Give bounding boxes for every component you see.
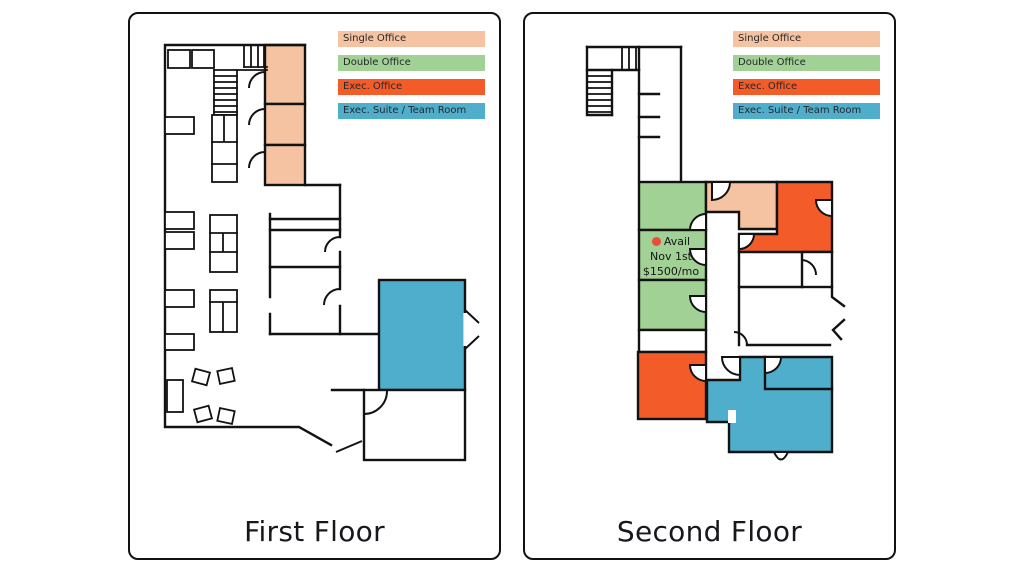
legend-row-double-office: Double Office — [338, 55, 485, 71]
legend-row-double-office: Double Office — [733, 55, 880, 71]
team-room — [377, 278, 480, 392]
legend-label: Exec. Office — [343, 81, 403, 92]
exec-office-lower — [636, 350, 708, 421]
legend-row-exec-office: Exec. Office — [338, 79, 485, 95]
first-floor-panel: Single Office Double Office Exec. Office… — [128, 12, 501, 560]
team-room — [705, 355, 834, 461]
stairs — [213, 66, 268, 116]
small-white-room — [637, 328, 708, 354]
availability-note: Avail Nov 1st $1500/mo — [625, 234, 717, 279]
legend-row-single-office: Single Office — [338, 31, 485, 47]
availability-line-2: Nov 1st — [649, 250, 692, 263]
floor-title: Second Floor — [616, 515, 803, 548]
legend-label: Exec. Suite / Team Room — [738, 105, 862, 116]
floor-title: First Floor — [244, 515, 385, 548]
availability-marker-icon — [651, 237, 661, 246]
availability-line-1: Avail — [625, 234, 717, 249]
legend-row-exec-suite: Exec. Suite / Team Room — [338, 103, 485, 119]
door-arcs — [688, 181, 833, 383]
corridor-walls — [637, 45, 683, 184]
door-arcs — [248, 71, 341, 306]
legend: Single Office Double Office Exec. Office… — [338, 31, 488, 127]
availability-line-3: $1500/mo — [642, 265, 700, 278]
stairs — [585, 45, 683, 117]
entrance-door — [335, 440, 363, 453]
desk-furniture — [164, 49, 238, 413]
locker-row — [243, 44, 265, 68]
legend-label: Exec. Office — [738, 81, 798, 92]
second-floor-panel: Single Office Double Office Exec. Office… — [523, 12, 896, 560]
legend-label: Exec. Suite / Team Room — [343, 105, 467, 116]
lounge-chairs — [190, 367, 236, 425]
outer-walls — [163, 43, 333, 447]
legend-label: Double Office — [738, 57, 806, 68]
legend-label: Single Office — [343, 33, 407, 44]
second-floor-plan — [585, 45, 846, 461]
interior-walls — [268, 183, 381, 392]
availability-text: Avail — [663, 235, 691, 248]
legend-label: Single Office — [738, 33, 802, 44]
middle-rooms — [733, 250, 846, 347]
legend-row-exec-office: Exec. Office — [733, 79, 880, 95]
legend-row-exec-suite: Exec. Suite / Team Room — [733, 103, 880, 119]
legend-row-single-office: Single Office — [733, 31, 880, 47]
legend-label: Double Office — [343, 57, 411, 68]
first-floor-plan — [163, 43, 480, 462]
legend: Single Office Double Office Exec. Office… — [733, 31, 883, 127]
single-office-rooms — [263, 43, 307, 187]
lower-room — [362, 388, 467, 462]
